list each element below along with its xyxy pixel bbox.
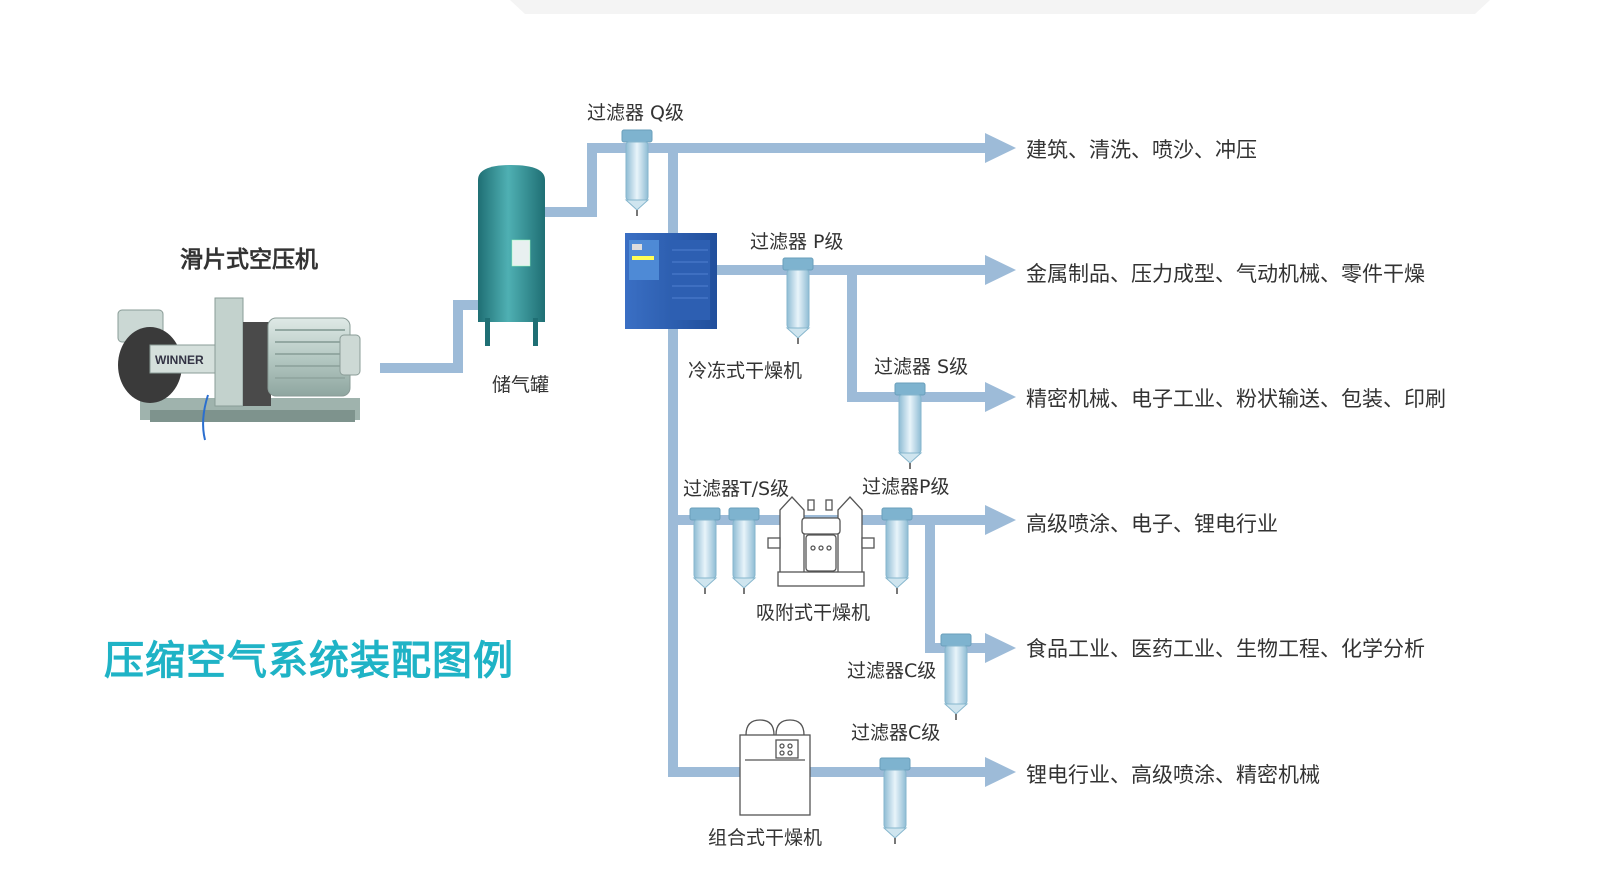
compressor-image: WINNER <box>117 297 361 441</box>
pipe-s-branch <box>847 270 990 402</box>
filter-p1-label: 过滤器 P级 <box>750 231 844 253</box>
adsorption-dryer-label: 吸附式干燥机 <box>756 602 871 624</box>
pipe-tank-to-header <box>545 143 990 217</box>
brand-label: WINNER <box>155 353 204 367</box>
combined-dryer-label: 组合式干燥机 <box>708 827 823 849</box>
destination-5: 食品工业、医药工业、生物工程、化学分析 <box>1026 637 1425 661</box>
diagram-title: 压缩空气系统装配图例 <box>104 638 514 684</box>
adsorption-dryer <box>767 496 875 587</box>
air-tank <box>478 165 545 346</box>
filter-c2 <box>879 757 911 845</box>
pipe-c-branch <box>925 520 990 653</box>
filter-ts-label: 过滤器T/S级 <box>683 478 790 500</box>
filter-s <box>894 382 926 470</box>
filter-p1 <box>782 257 814 345</box>
destination-1: 建筑、清洗、喷沙、冲压 <box>1026 138 1257 162</box>
filter-p2-label: 过滤器P级 <box>862 476 950 498</box>
arrowheads <box>985 133 1016 787</box>
filter-c1 <box>940 633 972 721</box>
compressor-label: 滑片式空压机 <box>180 247 318 273</box>
combined-dryer <box>739 719 811 816</box>
filter-c2-label: 过滤器C级 <box>851 722 941 744</box>
destination-6: 锂电行业、高级喷涂、精密机械 <box>1026 763 1320 787</box>
filter-q <box>621 129 653 217</box>
filter-s-label: 过滤器 S级 <box>874 356 969 378</box>
refrigerated-dryer <box>625 233 717 329</box>
filter-ts-2 <box>728 507 760 595</box>
refrigerated-dryer-label: 冷冻式干燥机 <box>688 360 803 382</box>
header-decoration <box>510 0 1490 14</box>
arrow-2 <box>985 255 1016 285</box>
arrow-5 <box>985 633 1016 663</box>
destination-3: 精密机械、电子工业、粉状输送、包装、印刷 <box>1026 387 1446 411</box>
filter-q-label: 过滤器 Q级 <box>587 102 684 124</box>
arrow-3 <box>985 382 1016 412</box>
pipe-compressor-to-tank <box>380 300 478 373</box>
tank-label: 储气罐 <box>492 374 550 396</box>
destination-4: 高级喷涂、电子、锂电行业 <box>1026 512 1278 536</box>
arrow-1 <box>985 133 1016 163</box>
arrow-4 <box>985 505 1016 535</box>
destination-2: 金属制品、压力成型、气动机械、零件干燥 <box>1026 262 1425 286</box>
filter-c1-label: 过滤器C级 <box>847 660 937 682</box>
filter-p2 <box>881 507 913 595</box>
arrow-6 <box>985 757 1016 787</box>
filter-ts-1 <box>689 507 721 595</box>
